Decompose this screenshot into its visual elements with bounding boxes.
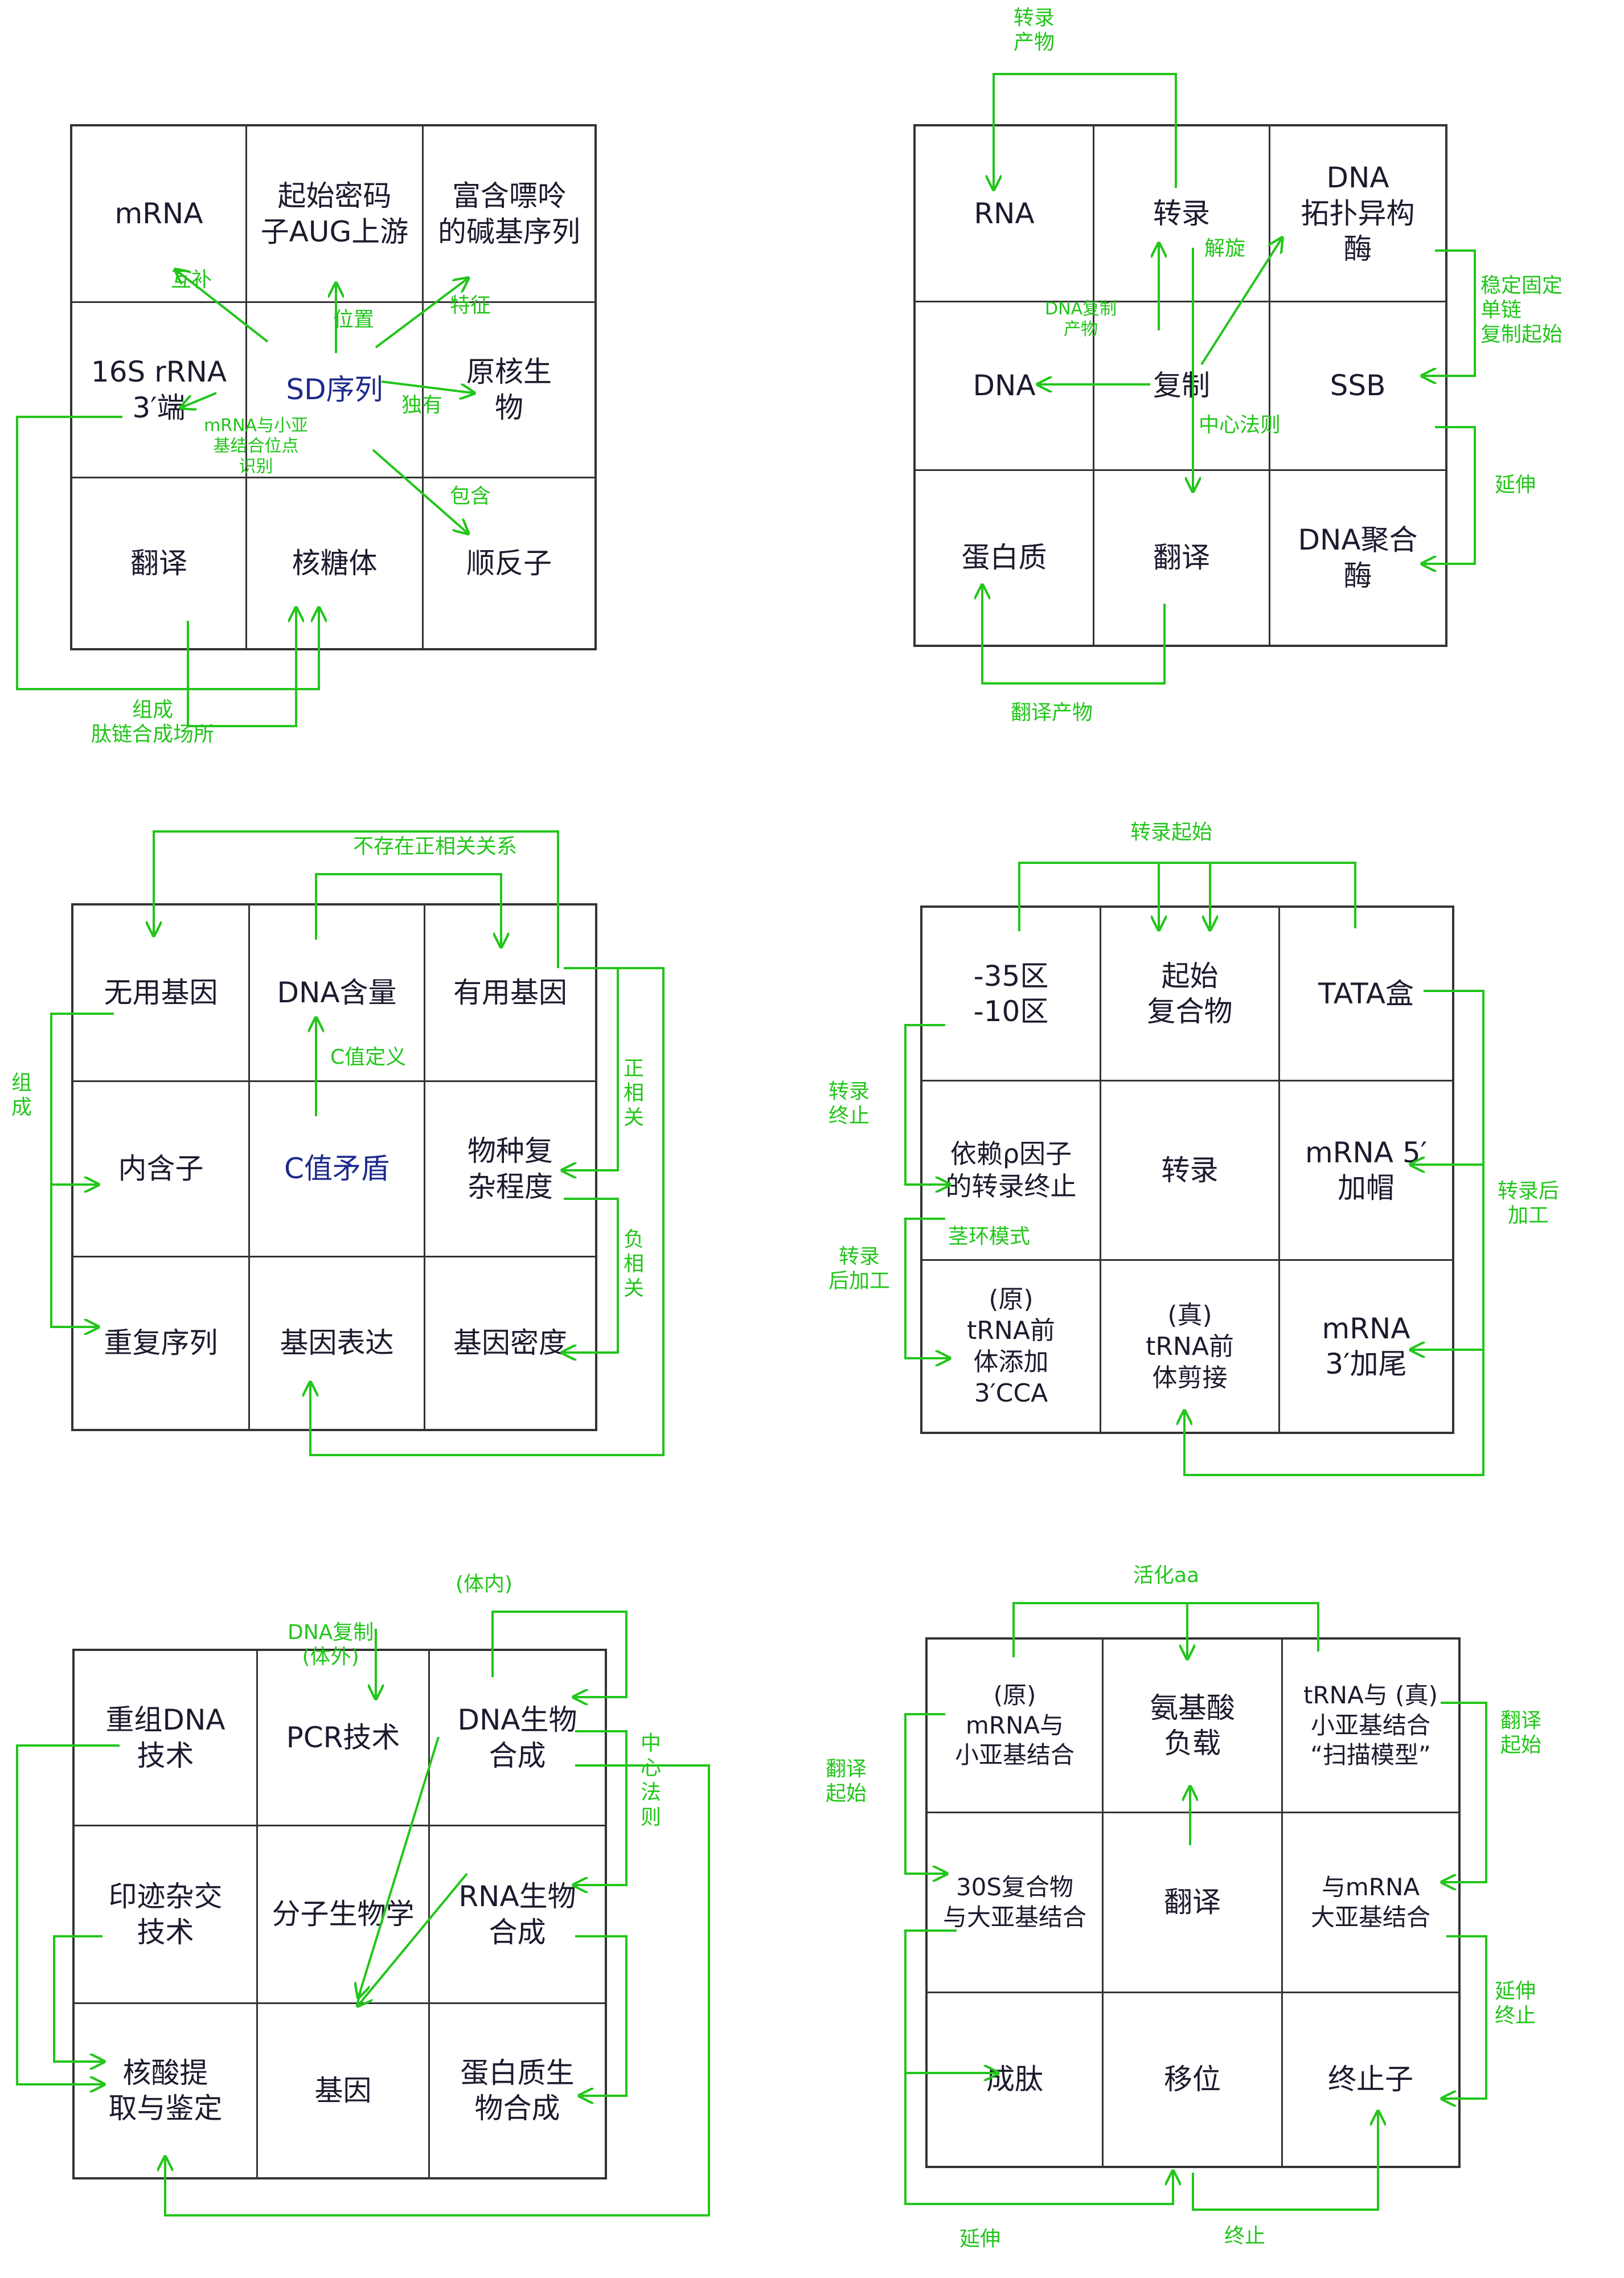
cell-rna: RNA	[974, 196, 1035, 230]
cell-replication: 复制	[1153, 369, 1210, 403]
cell-trna-splicing: (真) tRNA前 体剪接	[1146, 1300, 1234, 1392]
cell-amino-acid-loading: 氨基酸 负载	[1150, 1691, 1235, 1760]
cell-useless-genes: 无用基因	[104, 976, 218, 1010]
cell-35-10-region: -35区 -10区	[973, 959, 1049, 1029]
label-complementary: 互补	[171, 268, 212, 292]
label-elongation: 延伸	[959, 2227, 1001, 2251]
cell-dna: DNA	[973, 369, 1036, 403]
cell-mrna-3-tailing: mRNA 3′加尾	[1322, 1312, 1410, 1381]
cell-transcription: 转录	[1153, 196, 1210, 230]
label-translation-product: 翻译产物	[1011, 701, 1093, 724]
cell-trna-3-cca: (原) tRNA前 体添加 3′CCA	[967, 1285, 1055, 1408]
cell-translocation: 移位	[1164, 2063, 1221, 2096]
cell-molecular-biology: 分子生物学	[272, 1898, 415, 1931]
cell-mrna: mRNA	[114, 197, 203, 231]
cell-peptide-formation: 成肽	[986, 2063, 1043, 2096]
cell-trna-small-subunit-scanning: tRNA与 (真) 小亚基结合 “扫描模型”	[1303, 1681, 1438, 1769]
cell-ribosome: 核糖体	[292, 546, 378, 580]
cell-gene-expression: 基因表达	[280, 1326, 394, 1360]
cell-gene-density: 基因密度	[453, 1326, 567, 1360]
grid-central-dogma: RNA 转录 DNA 拓扑异构 酶 DNA 复制 SSB 蛋白质 翻译 DNA聚…	[913, 124, 1447, 647]
label-in-vivo: (体内)	[456, 1572, 513, 1596]
cell-ssb: SSB	[1330, 369, 1386, 403]
cell-repeat-sequences: 重复序列	[104, 1326, 218, 1360]
label-negative-correlation: 负 相 关	[624, 1228, 645, 1301]
label-elongation-termination: 延伸 终止	[1495, 1980, 1536, 2028]
label-composition-site: 组成 肽链合成场所	[91, 698, 215, 747]
label-termination: 终止	[1224, 2224, 1266, 2248]
cell-16s-rrna-3-end: 16S rRNA 3′端	[91, 355, 227, 424]
cell-protein-biosynthesis: 蛋白质生 物合成	[460, 2056, 575, 2125]
label-positive-correlation: 正 相 关	[624, 1057, 645, 1130]
cell-start-codon-upstream: 起始密码 子AUG上游	[260, 179, 409, 248]
label-dna-replication-in-vitro: DNA复制 (体外)	[288, 1621, 374, 1669]
cell-purine-rich-sequence: 富含嘌呤 的碱基序列	[438, 179, 580, 248]
label-central-dogma: 中心法则	[1199, 413, 1281, 437]
label-c-value-definition: C值定义	[330, 1046, 407, 1069]
cell-initiation-complex: 起始 复合物	[1147, 959, 1233, 1029]
label-translation-initiation-left: 翻译 起始	[826, 1757, 867, 1806]
label-composition: 组 成	[11, 1071, 32, 1120]
cell-rna-biosynthesis: RNA生物 合成	[458, 1880, 576, 1949]
grid-transcription: -35区 -10区 起始 复合物 TATA盒 依赖ρ因子 的转录终止 转录 mR…	[920, 906, 1454, 1434]
label-unwinding: 解旋	[1204, 237, 1246, 260]
label-translation-initiation-right: 翻译 起始	[1500, 1709, 1542, 1757]
label-post-transcription-processing: 转录 后加工	[829, 1245, 891, 1293]
label-position: 位置	[333, 308, 375, 331]
cell-intron: 内含子	[118, 1152, 204, 1186]
cell-blotting-hybridization: 印迹杂交 技术	[108, 1880, 223, 1949]
cell-pcr: PCR技术	[286, 1721, 400, 1755]
label-activated-aa: 活化aa	[1133, 1564, 1200, 1587]
cell-nucleic-acid-extraction: 核酸提 取与鉴定	[108, 2056, 223, 2125]
label-transcription-termination: 转录 终止	[829, 1080, 870, 1128]
grid-genome: 无用基因 DNA含量 有用基因 内含子 C值矛盾 物种复 杂程度 重复序列 基因…	[71, 903, 597, 1431]
cell-translation: 翻译	[1153, 541, 1210, 575]
label-binding-site: mRNA与小亚 基结合位点 识别	[204, 416, 309, 477]
cell-topoisomerase: DNA 拓扑异构 酶	[1301, 161, 1415, 266]
label-central-dogma: 中 心 法 则	[641, 1732, 662, 1829]
cell-protein: 蛋白质	[961, 541, 1047, 575]
cell-species-complexity: 物种复 杂程度	[467, 1134, 553, 1203]
cell-transcription: 转录	[1161, 1153, 1219, 1187]
label-unique: 独有	[401, 394, 443, 417]
cell-mrna-large-subunit-binding: 与mRNA 大亚基结合	[1310, 1873, 1430, 1931]
label-feature: 特征	[450, 294, 491, 317]
cell-rho-dependent-termination: 依赖ρ因子 的转录终止	[945, 1138, 1077, 1202]
label-contains: 包含	[450, 485, 491, 508]
grid-sd-sequence: mRNA 起始密码 子AUG上游 富含嘌呤 的碱基序列 16S rRNA 3′端…	[70, 124, 597, 650]
cell-tata-box: TATA盒	[1318, 977, 1414, 1010]
label-post-transcription-processing-right: 转录后 加工	[1498, 1179, 1560, 1228]
cell-useful-genes: 有用基因	[453, 976, 567, 1010]
label-replication-product: DNA复制 产物	[1045, 299, 1117, 339]
cell-dna-polymerase: DNA聚合 酶	[1298, 523, 1418, 592]
label-ssb-function: 稳定固定 单链 复制起始	[1481, 274, 1563, 347]
cell-prokaryote: 原核生 物	[466, 355, 552, 424]
grid-translation: (原) mRNA与 小亚基结合 氨基酸 负载 tRNA与 (真) 小亚基结合 “…	[925, 1637, 1461, 2168]
grid-molecular-biology: 重组DNA 技术 PCR技术 DNA生物 合成 印迹杂交 技术 分子生物学 RN…	[72, 1649, 607, 2179]
cell-c-value-paradox: C值矛盾	[284, 1152, 389, 1186]
cell-recombinant-dna: 重组DNA 技术	[105, 1703, 225, 1772]
cell-translation: 翻译	[1164, 1886, 1221, 1919]
cell-mrna-5-capping: mRNA 5′ 加帽	[1305, 1136, 1428, 1205]
cell-translation: 翻译	[130, 546, 187, 580]
cell-terminator: 终止子	[1328, 2063, 1413, 2096]
cell-mrna-small-subunit-binding: (原) mRNA与 小亚基结合	[954, 1681, 1075, 1769]
cell-dna-biosynthesis: DNA生物 合成	[457, 1703, 577, 1772]
label-elongation: 延伸	[1495, 473, 1536, 497]
label-transcription-product: 转录 产物	[1014, 6, 1055, 55]
label-no-positive-correlation: 不存在正相关关系	[353, 835, 518, 858]
label-stem-loop: 茎环模式	[948, 1225, 1031, 1248]
cell-30s-complex: 30S复合物 与大亚基结合	[942, 1873, 1086, 1931]
cell-sd-sequence: SD序列	[286, 373, 383, 407]
label-transcription-initiation: 转录起始	[1130, 821, 1213, 844]
cell-cistron: 顺反子	[466, 546, 552, 580]
cell-gene: 基因	[314, 2074, 372, 2107]
